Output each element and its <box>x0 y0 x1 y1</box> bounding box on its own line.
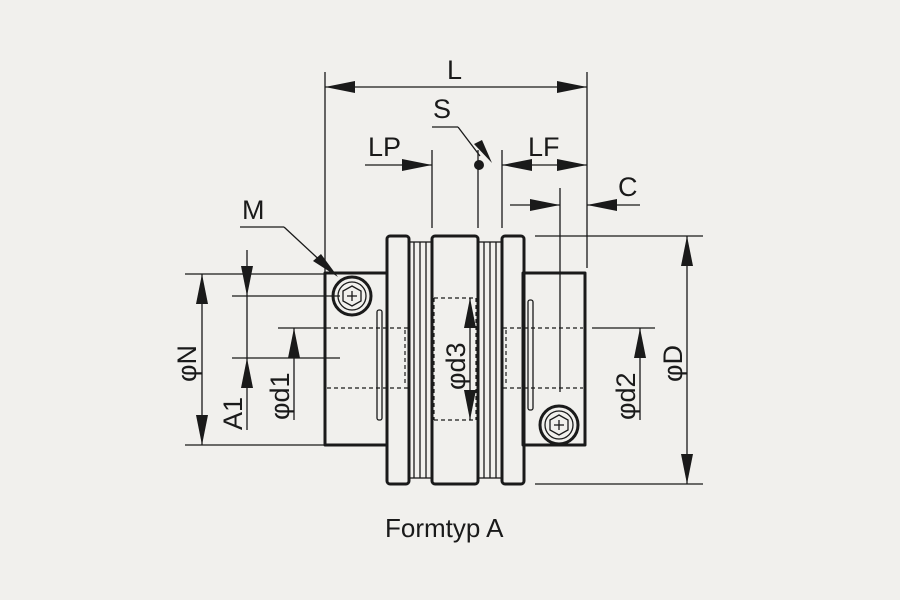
figure-caption: Formtyp A <box>385 513 504 543</box>
label-L: L <box>447 55 462 85</box>
label-A1: A1 <box>218 397 248 430</box>
label-S: S <box>433 94 451 124</box>
label-phid3: φd3 <box>441 342 471 390</box>
right-hub-slit <box>527 299 534 411</box>
label-LF: LF <box>528 132 560 162</box>
label-C: C <box>618 172 638 202</box>
label-phid1: φd1 <box>265 372 295 420</box>
left-hub-slit <box>376 309 383 421</box>
label-M: M <box>242 195 265 225</box>
label-phid2: φd2 <box>611 372 641 420</box>
dimension-lines <box>185 72 703 485</box>
dimension-labels: L S LP LF C M φN A1 φd1 φd3 φd2 φD <box>172 55 688 430</box>
left-flange <box>385 234 411 486</box>
label-phiN: φN <box>172 345 202 382</box>
right-clamp-screw <box>538 404 580 446</box>
right-flange <box>500 234 526 486</box>
label-LP: LP <box>368 132 401 162</box>
label-phiD: φD <box>658 345 688 382</box>
